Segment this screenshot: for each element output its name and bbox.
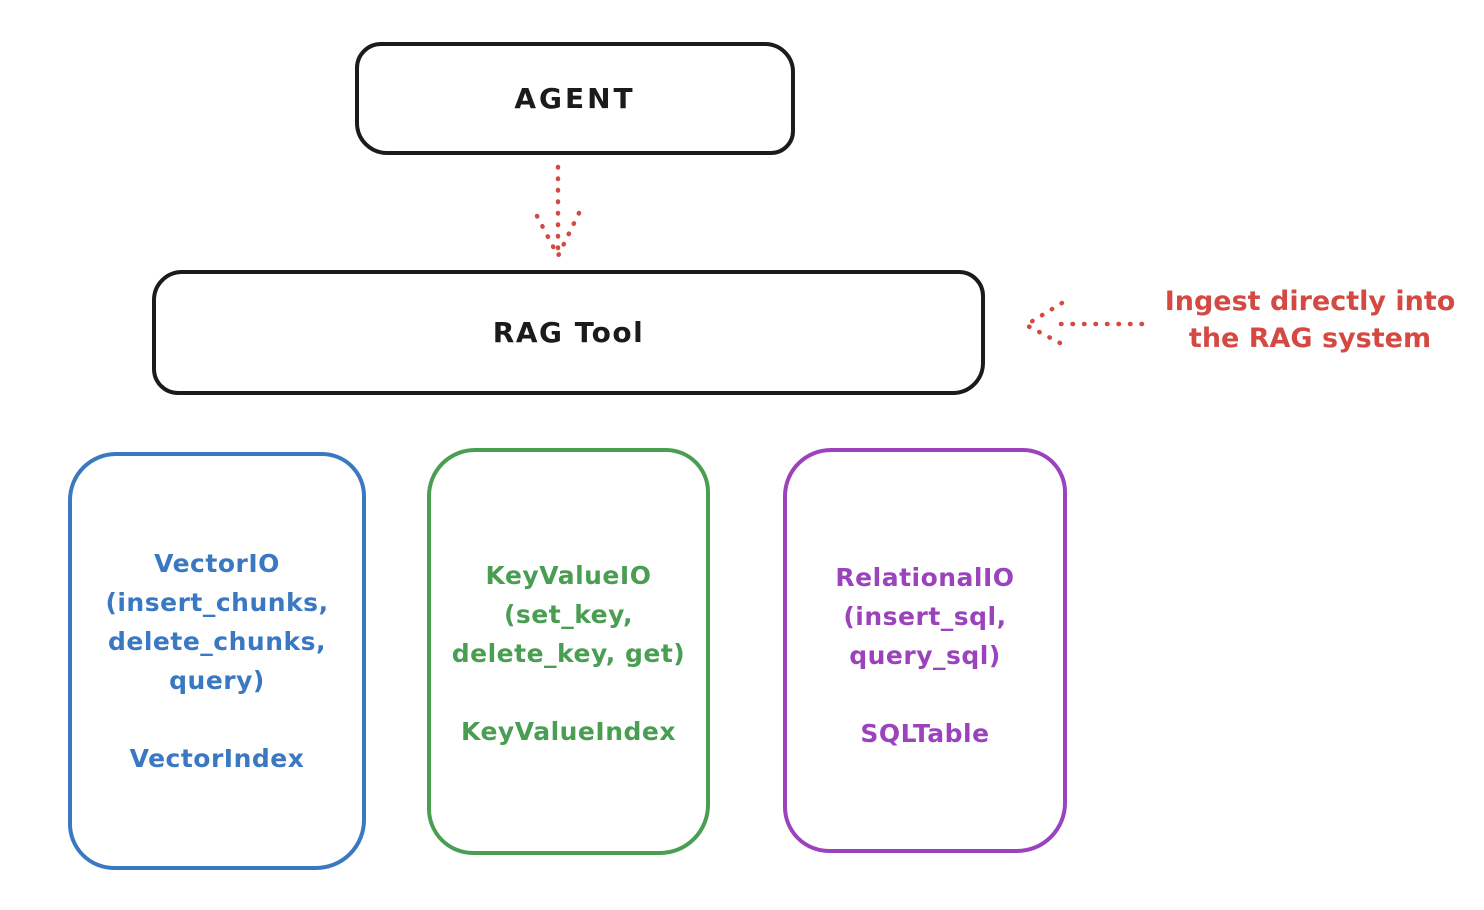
- annotation-ingest-note: Ingest directly into the RAG system: [1164, 286, 1456, 354]
- vector-index-label: VectorIndex: [129, 744, 305, 773]
- rag-tool-label: RAG Tool: [492, 316, 645, 349]
- agent-node: AGENT: [355, 42, 795, 155]
- vector-io-card: VectorIO (insert_chunks, delete_chunks, …: [68, 452, 366, 870]
- agent-label: AGENT: [514, 82, 636, 115]
- relational-io-card: RelationalIO (insert_sql, query_sql) SQL…: [783, 448, 1067, 853]
- down-arrow-icon: [534, 164, 582, 259]
- relational-io-methods: RelationalIO (insert_sql, query_sql): [835, 563, 1015, 670]
- vector-io-methods: VectorIO (insert_chunks, delete_chunks, …: [105, 549, 329, 695]
- left-arrow-icon: [1023, 300, 1145, 346]
- keyvalue-io-card: KeyValueIO (set_key, delete_key, get) Ke…: [427, 448, 710, 855]
- keyvalue-io-methods: KeyValueIO (set_key, delete_key, get): [451, 561, 686, 668]
- rag-tool-node: RAG Tool: [152, 270, 985, 395]
- keyvalue-index-label: KeyValueIndex: [461, 717, 676, 746]
- sql-table-label: SQLTable: [860, 719, 990, 748]
